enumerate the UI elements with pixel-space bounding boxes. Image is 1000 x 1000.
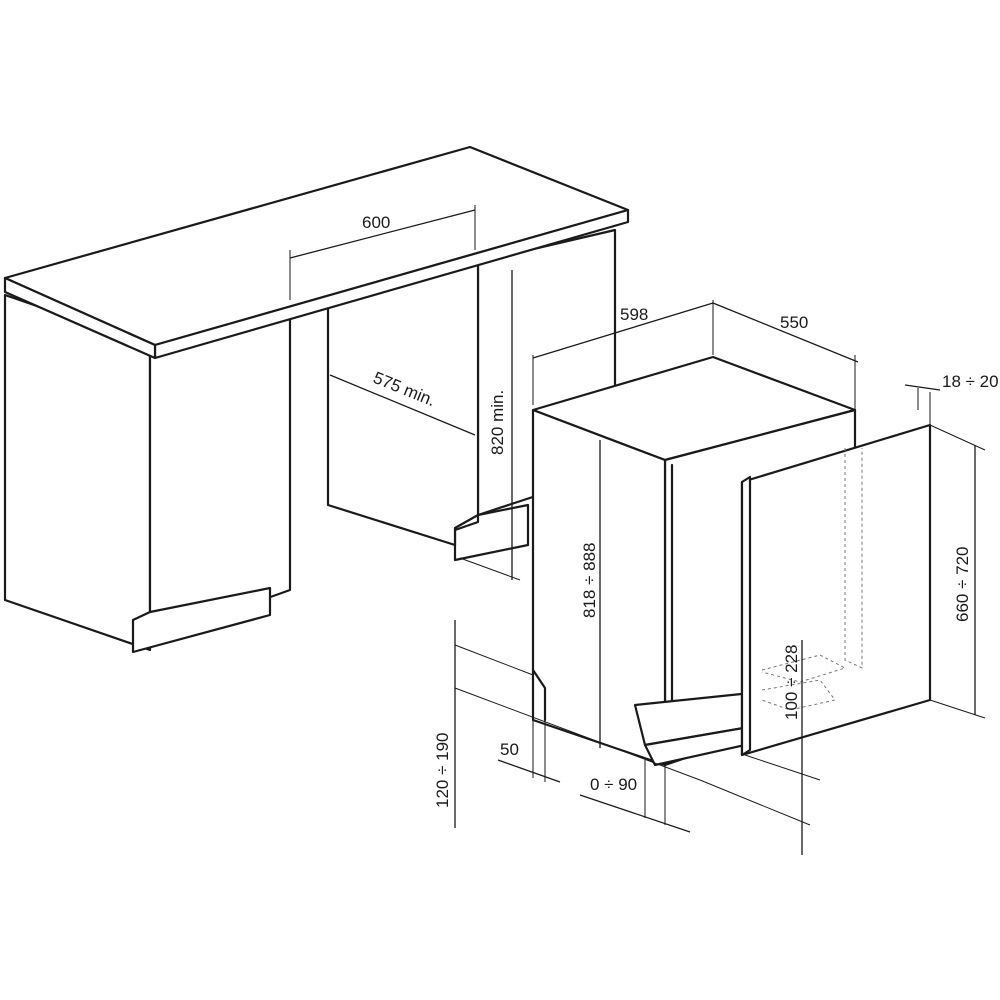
decor-panel-face [740,423,932,757]
label-plinth-height: 120 ÷ 190 [433,732,452,808]
dim-plinth-depth: 50 [497,720,561,783]
dim-appliance-depth: 550 [712,302,859,410]
label-panel-height: 660 ÷ 720 [953,546,972,622]
kitchen-cabinet [3,145,630,654]
dim-cabinet-width: 600 [289,205,476,300]
dim-appliance-width: 598 [532,300,714,405]
label-plinth-depth: 50 [500,740,519,759]
decor-panel-edge [740,475,752,757]
label-plinth-recess: 0 ÷ 90 [590,775,637,794]
label-appliance-height: 818 ÷ 888 [580,542,599,618]
dim-panel-offset: 100 ÷ 228 [744,640,821,855]
label-panel-offset: 100 ÷ 228 [782,644,801,720]
dim-panel-thickness: 18 ÷ 20 [904,372,999,425]
worktop-side-edge [3,276,157,360]
label-cabinet-width: 600 [362,213,390,232]
label-cabinet-height: 820 min. [488,390,507,455]
decor-panel [740,423,932,757]
dim-cabinet-height: 820 min. [459,270,521,581]
label-appliance-width: 598 [620,305,648,324]
dim-appliance-height: 818 ÷ 888 [580,440,601,748]
dim-plinth-recess: 0 ÷ 90 [579,760,811,833]
dim-panel-height: 660 ÷ 720 [929,424,986,719]
left-cabinet-plinth [131,586,272,654]
label-panel-thickness: 18 ÷ 20 [942,372,999,391]
right-cabinet-plinth [453,503,530,562]
left-cabinet-side [3,293,152,652]
label-appliance-depth: 550 [780,313,808,332]
cabinet-recess [326,260,480,547]
dim-plinth-height: 120 ÷ 190 [433,620,701,828]
